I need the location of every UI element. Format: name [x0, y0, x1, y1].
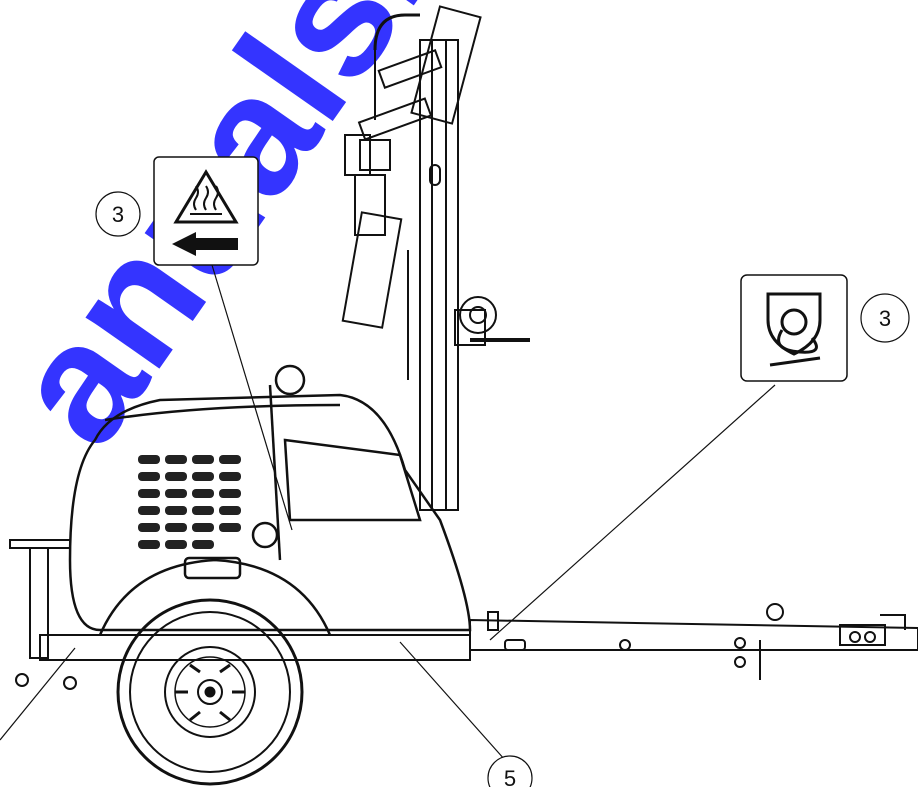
- vent-grille: [138, 455, 241, 549]
- hot-surface-label: [153, 156, 259, 266]
- callout-label: 3: [879, 306, 891, 331]
- callout-label: 3: [112, 202, 124, 227]
- fender: [98, 556, 332, 636]
- callout-3-left: 3: [95, 191, 141, 237]
- callout-label: 5: [504, 766, 516, 787]
- tie-down-label: [740, 274, 848, 382]
- tie-down-point-icon: [766, 292, 822, 367]
- callout-3-right: 3: [860, 293, 910, 343]
- trailer-frame: [9, 539, 918, 690]
- hot-surface-warning-icon: [172, 169, 239, 256]
- light-mast: [341, 5, 530, 511]
- callout-5: 5: [487, 755, 533, 787]
- generator-enclosure: [68, 364, 472, 632]
- leader-lines: [0, 264, 776, 761]
- wheel: [116, 598, 304, 786]
